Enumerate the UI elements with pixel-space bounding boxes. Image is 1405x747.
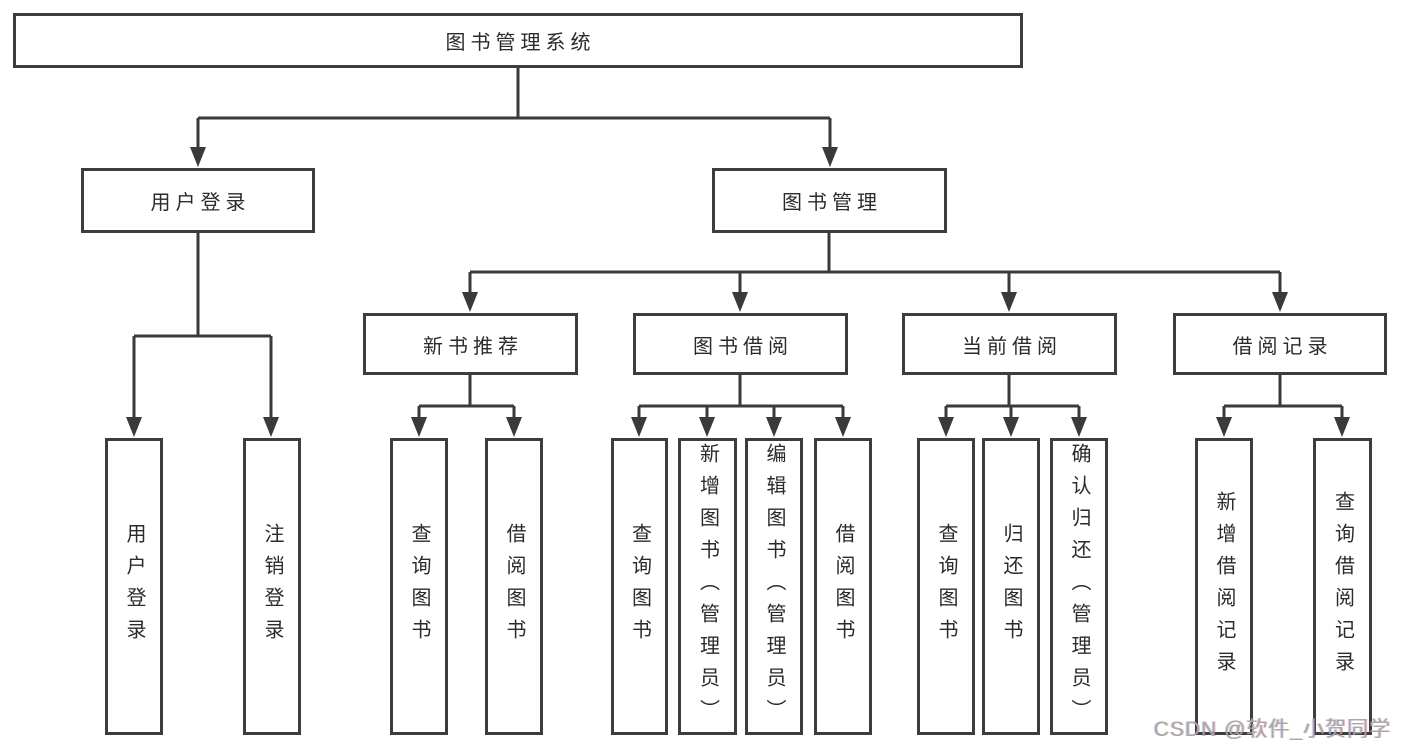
leaf-label: 用户登录 <box>123 522 145 651</box>
node-book-borrow: 图书借阅 <box>633 313 848 375</box>
leaf-user-login: 用户登录 <box>105 438 163 735</box>
leaf-borrow-books: 借阅图书 <box>814 438 872 735</box>
leaf-query-books-borrow: 查询图书 <box>611 438 668 735</box>
leaf-edit-books-admin: 编辑图书（管理员） <box>745 438 803 735</box>
leaf-confirm-return-admin: 确认归还（管理员） <box>1050 438 1108 735</box>
arrowhead-icons <box>126 147 1350 437</box>
leaf-query-books-current: 查询图书 <box>917 438 975 735</box>
leaf-label: 新增图书（管理员） <box>696 442 719 731</box>
leaf-label: 查询图书 <box>408 522 430 651</box>
leaf-label: 注销登录 <box>261 522 283 651</box>
leaf-label: 查询借阅记录 <box>1331 490 1354 683</box>
leaf-query-books-recommend: 查询图书 <box>390 438 448 735</box>
watermark: CSDN @软件_小贺同学 <box>1153 718 1391 741</box>
leaf-label: 借阅图书 <box>503 522 525 651</box>
node-current-borrow: 当前借阅 <box>902 313 1117 375</box>
leaf-add-borrow-record: 新增借阅记录 <box>1195 438 1253 735</box>
leaf-label: 编辑图书（管理员） <box>763 442 785 731</box>
leaf-label: 查询图书 <box>935 522 957 651</box>
leaf-label: 归还图书 <box>1000 522 1022 651</box>
leaf-label: 借阅图书 <box>832 522 854 651</box>
leaf-logout: 注销登录 <box>243 438 301 735</box>
node-book-management: 图书管理 <box>712 168 947 233</box>
leaf-query-borrow-record: 查询借阅记录 <box>1313 438 1372 735</box>
leaf-add-books-admin: 新增图书（管理员） <box>678 438 737 735</box>
node-new-book-recommend: 新书推荐 <box>363 313 578 375</box>
node-root-library-system: 图书管理系统 <box>13 13 1023 68</box>
leaf-label: 查询图书 <box>628 522 651 651</box>
leaf-label: 新增借阅记录 <box>1213 490 1235 683</box>
node-borrow-records: 借阅记录 <box>1173 313 1387 375</box>
leaf-label: 确认归还（管理员） <box>1068 442 1090 731</box>
leaf-borrow-books-recommend: 借阅图书 <box>485 438 543 735</box>
leaf-return-books: 归还图书 <box>982 438 1040 735</box>
connector-lines <box>132 68 1344 419</box>
node-user-login: 用户登录 <box>81 168 315 233</box>
